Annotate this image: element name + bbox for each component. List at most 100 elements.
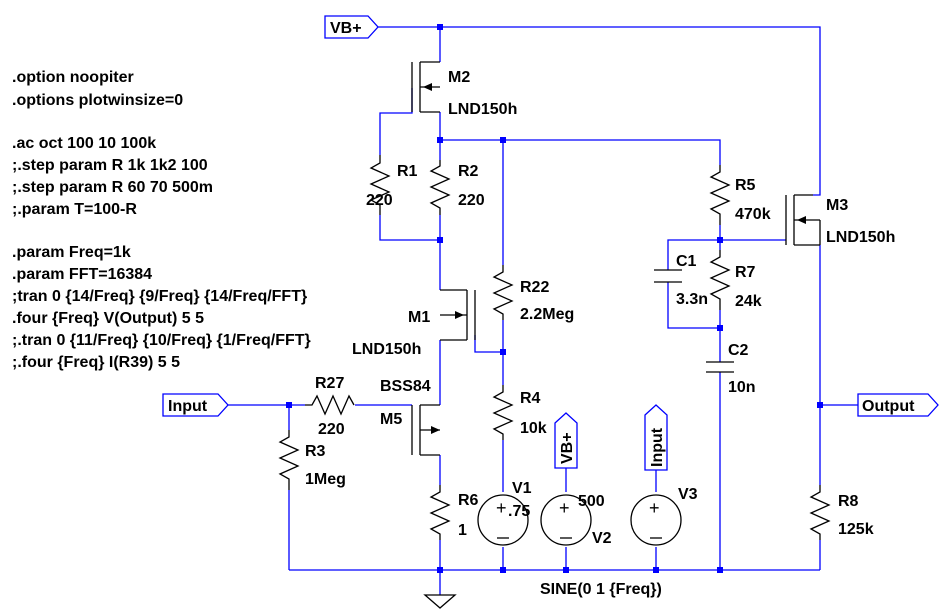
junction-dot <box>717 567 723 573</box>
label-m5-model: BSS84 <box>380 378 431 395</box>
voltage-source-v1[interactable]: + <box>477 494 529 546</box>
wire-node-m2s <box>440 139 721 165</box>
label-m3-name: M3 <box>826 197 848 214</box>
junction-dot <box>500 349 506 355</box>
label-r1-name: R1 <box>397 163 418 180</box>
wire-m2-gate <box>379 88 413 155</box>
voltage-source-v2[interactable]: + <box>540 494 592 546</box>
resistor-r27[interactable] <box>305 394 355 416</box>
label-r6-name: R6 <box>458 492 479 509</box>
directive-line: .param FFT=16384 <box>12 266 152 283</box>
voltage-source-v3[interactable]: + <box>630 494 682 546</box>
resistor-r7[interactable] <box>709 250 731 310</box>
directive-line: .param Freq=1k <box>12 244 131 261</box>
label-m3-model: LND150h <box>826 229 895 246</box>
directive-line: .four {Freq} V(Output) 5 5 <box>12 310 204 327</box>
resistor-r4[interactable] <box>492 385 514 440</box>
directive-line: ;.step param R 1k 1k2 100 <box>12 157 208 174</box>
label-v1-value: .75 <box>508 503 530 520</box>
junction-dot <box>817 402 823 408</box>
resistors <box>278 155 831 540</box>
label-r6-value: 1 <box>458 522 467 539</box>
directive-line: .ac oct 100 10 100k <box>12 135 156 152</box>
capacitor-c1[interactable] <box>654 269 682 283</box>
svg-text:VB+: VB+ <box>559 432 576 464</box>
mosfet-m3[interactable] <box>785 194 821 246</box>
label-m2-name: M2 <box>448 69 470 86</box>
label-c1-name: C1 <box>676 253 697 270</box>
junctions <box>286 24 823 573</box>
svg-text:+: + <box>649 498 660 518</box>
label-m5-name: M5 <box>380 411 402 428</box>
wire-r1-bottom <box>379 215 440 241</box>
junction-dot <box>500 567 506 573</box>
directive-line: .option noopiter <box>12 69 134 86</box>
label-r22-value: 2.2Meg <box>520 306 574 323</box>
resistor-r8[interactable] <box>809 485 831 540</box>
label-r3-value: 1Meg <box>305 471 346 488</box>
ground-symbol[interactable] <box>423 594 457 609</box>
svg-text:+: + <box>559 498 570 518</box>
resistor-r3[interactable] <box>278 430 300 490</box>
label-r4-value: 10k <box>520 420 547 437</box>
svg-text:Input: Input <box>649 427 666 467</box>
label-v3-name: V3 <box>678 486 698 503</box>
directive-line: ;.tran 0 {11/Freq} {10/Freq} {1/Freq/FFT… <box>12 332 311 349</box>
junction-dot <box>500 137 506 143</box>
resistor-r5[interactable] <box>709 165 731 225</box>
resistor-r2[interactable] <box>429 160 451 215</box>
svg-text:+: + <box>496 498 507 518</box>
directive-line: .options plotwinsize=0 <box>12 92 183 109</box>
label-r3-name: R3 <box>305 443 326 460</box>
label-r2-value: 220 <box>458 192 485 209</box>
capacitor-c2[interactable] <box>706 361 734 373</box>
label-v1-name: V1 <box>512 480 532 497</box>
directive-line: ;.step param R 60 70 500m <box>12 179 213 196</box>
label-r2-name: R2 <box>458 163 479 180</box>
net-flag-vb-top[interactable]: VB+ <box>324 15 379 39</box>
label-r7-name: R7 <box>735 264 756 281</box>
label-r4-name: R4 <box>520 390 541 407</box>
label-m2-model: LND150h <box>448 101 517 118</box>
spice-directives[interactable]: .option noopiter .options plotwinsize=0 … <box>12 69 311 371</box>
label-m1-name: M1 <box>408 309 430 326</box>
wire-vb-rail <box>378 26 821 196</box>
mosfet-m2[interactable] <box>411 61 440 113</box>
net-flag-output-right[interactable]: Output <box>857 393 939 417</box>
mosfet-m5[interactable] <box>411 404 440 456</box>
wire-c1-top <box>667 239 720 270</box>
svg-text:VB+: VB+ <box>330 20 362 37</box>
junction-dot <box>437 24 443 30</box>
label-v2-name: V2 <box>592 530 612 547</box>
label-r22-name: R22 <box>520 279 549 296</box>
resistor-r22[interactable] <box>492 265 514 320</box>
net-flag-input-v3[interactable]: Input <box>644 404 668 471</box>
label-r8-name: R8 <box>838 493 859 510</box>
svg-text:Output: Output <box>862 398 915 415</box>
label-c2-name: C2 <box>728 342 749 359</box>
component-labels: M2 LND150h R1 220 R2 220 R22 2.2Meg M1 L… <box>305 69 895 598</box>
junction-dot <box>286 402 292 408</box>
resistor-r6[interactable] <box>429 485 451 540</box>
mosfet-m1[interactable] <box>440 289 476 341</box>
sources: + + + <box>477 494 682 546</box>
label-c2-value: 10n <box>728 379 756 396</box>
net-flag-input-left[interactable]: Input <box>162 393 229 417</box>
label-r1-value: 220 <box>366 192 393 209</box>
resistor-r1[interactable] <box>369 155 391 215</box>
label-r8-value: 125k <box>838 521 874 538</box>
directive-line: ;.four {Freq} I(R39) 5 5 <box>12 354 180 371</box>
label-r5-name: R5 <box>735 177 756 194</box>
wire-c1-bottom <box>667 282 720 329</box>
label-c1-value: 3.3n <box>676 291 708 308</box>
junction-dot <box>717 237 723 243</box>
label-v3-value: SINE(0 1 {Freq}) <box>540 581 662 598</box>
label-r27-value: 220 <box>318 421 345 438</box>
junction-dot <box>437 237 443 243</box>
label-r27-name: R27 <box>315 375 344 392</box>
net-flag-vb-v2[interactable]: VB+ <box>554 412 578 469</box>
label-m1-model: LND150h <box>352 341 421 358</box>
capacitors <box>654 269 734 373</box>
label-r7-value: 24k <box>735 293 762 310</box>
